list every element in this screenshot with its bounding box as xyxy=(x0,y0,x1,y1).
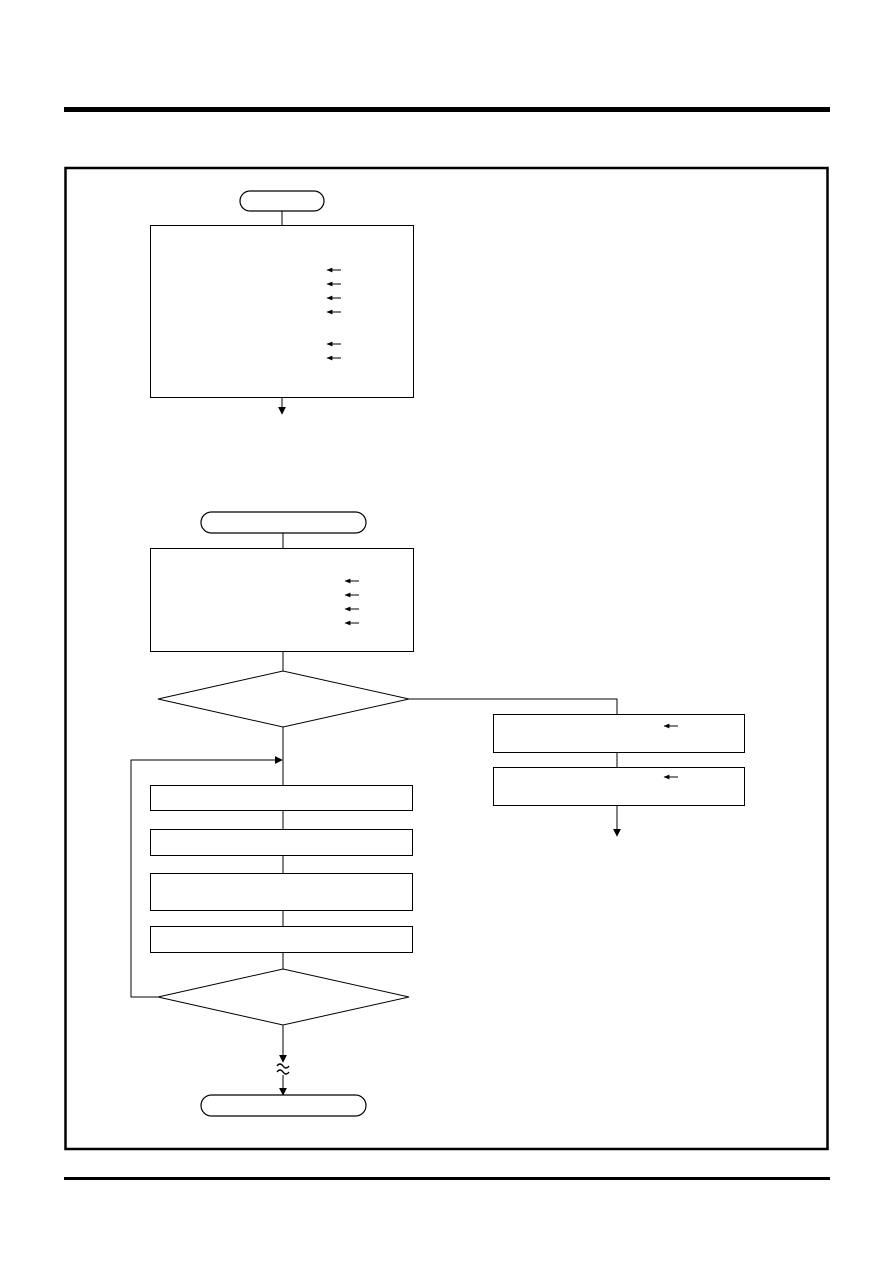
decision-1 xyxy=(157,670,410,728)
decision-2 xyxy=(157,968,410,1026)
break-mark-icon xyxy=(276,1069,290,1075)
break-mark-icon xyxy=(276,1063,290,1069)
setup-process-box xyxy=(150,548,414,652)
top-terminal xyxy=(239,190,325,212)
loop-step-4 xyxy=(150,926,413,953)
loop-step-2 xyxy=(150,829,413,856)
loop-back-line xyxy=(130,756,283,998)
figure-frame xyxy=(64,166,829,1151)
branch-box-2 xyxy=(493,767,745,806)
header-rule xyxy=(64,107,830,112)
start-terminal xyxy=(200,511,367,534)
branch-box-1 xyxy=(493,714,745,753)
loop-step-3 xyxy=(150,873,413,911)
loop-step-1 xyxy=(150,785,413,811)
init-process-box xyxy=(150,225,414,398)
footer-rule xyxy=(64,1177,830,1180)
end-terminal xyxy=(200,1094,367,1117)
branch-connector xyxy=(409,698,618,714)
